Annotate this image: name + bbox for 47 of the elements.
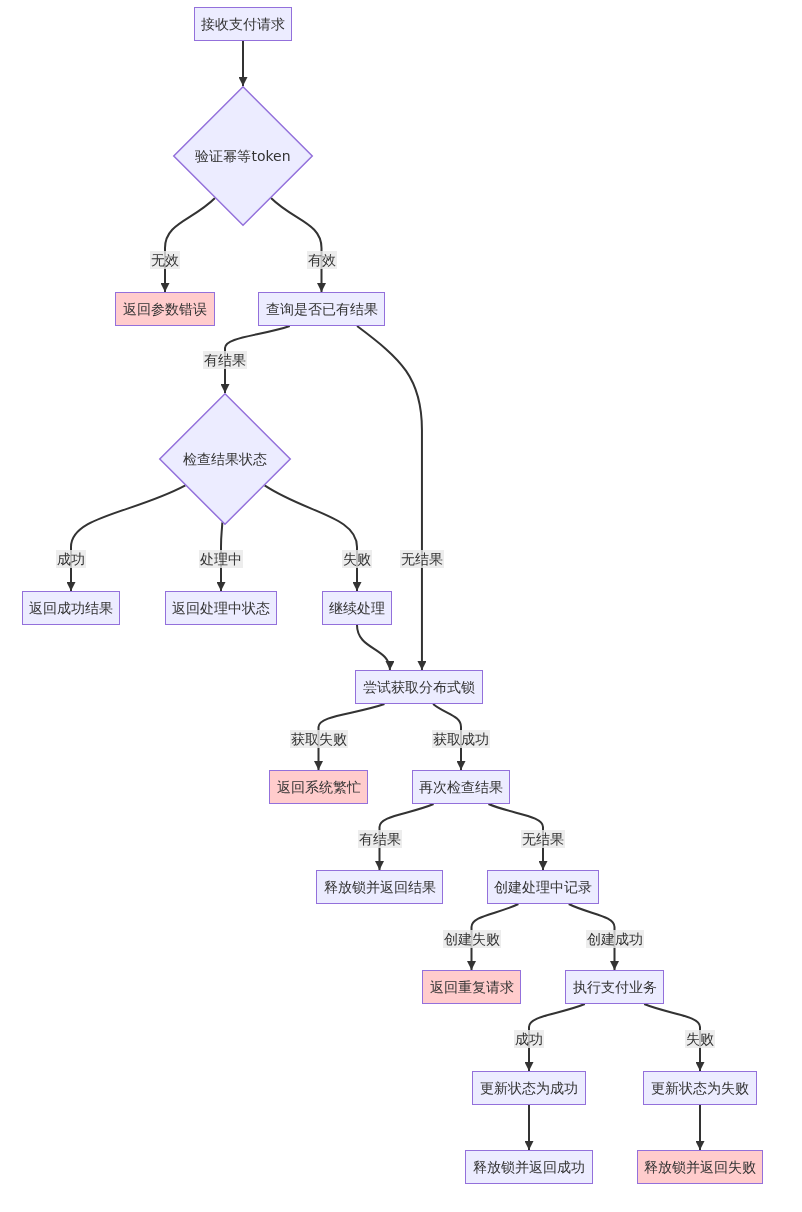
process-box: 查询是否已有结果: [258, 292, 385, 326]
process-box: 返回重复请求: [422, 970, 521, 1004]
edge-label: 失败: [685, 1030, 715, 1048]
arrow: [314, 703, 386, 771]
process-box: 更新状态为成功: [472, 1071, 586, 1105]
decision-label: 验证幂等token: [195, 147, 291, 165]
process-box: 返回系统繁忙: [269, 770, 368, 804]
process-box: 释放锁并返回失败: [637, 1150, 763, 1184]
edge-label: 成功: [514, 1030, 544, 1048]
edge-label: 获取成功: [432, 730, 490, 748]
edge-label: 处理中: [199, 550, 243, 568]
process-box: 创建处理中记录: [487, 870, 599, 904]
edge-label: 有结果: [357, 830, 402, 848]
arrow: [270, 197, 326, 293]
edge-label: 获取失败: [289, 730, 348, 748]
arrow: [695, 1104, 705, 1151]
arrow: [238, 40, 248, 87]
process-box: 返回处理中状态: [165, 591, 277, 625]
arrow: [160, 197, 216, 293]
edge-label: 创建失败: [442, 930, 501, 948]
edge-label: 有结果: [203, 351, 247, 369]
edge-label: 无效: [150, 251, 180, 269]
arrow: [220, 325, 291, 394]
arrow: [66, 484, 187, 592]
edge-label: 有效: [306, 251, 337, 269]
edge-label: 无结果: [399, 550, 444, 568]
process-box: 返回成功结果: [22, 591, 120, 625]
process-box: 返回参数错误: [115, 292, 215, 326]
process-box: 释放锁并返回成功: [465, 1150, 593, 1184]
arrow: [524, 1104, 534, 1151]
process-box: 继续处理: [322, 591, 392, 625]
process-box: 再次检查结果: [412, 770, 510, 804]
process-box: 接收支付请求: [194, 7, 292, 41]
edge-label: 失败: [342, 550, 372, 568]
decision-diamond: [173, 86, 313, 226]
edge-label: 无结果: [521, 830, 565, 848]
arrow: [263, 484, 362, 592]
process-box: 尝试获取分布式锁: [355, 670, 483, 704]
process-box: 执行支付业务: [565, 970, 664, 1004]
edge-label: 成功: [56, 550, 86, 568]
decision-label: 检查结果状态: [183, 450, 267, 468]
arrow: [356, 624, 394, 671]
edge-label: 创建成功: [585, 930, 644, 948]
process-box: 释放锁并返回结果: [316, 870, 443, 904]
process-box: 更新状态为失败: [643, 1071, 757, 1105]
arrow: [356, 325, 427, 671]
decision-diamond: [159, 393, 291, 525]
